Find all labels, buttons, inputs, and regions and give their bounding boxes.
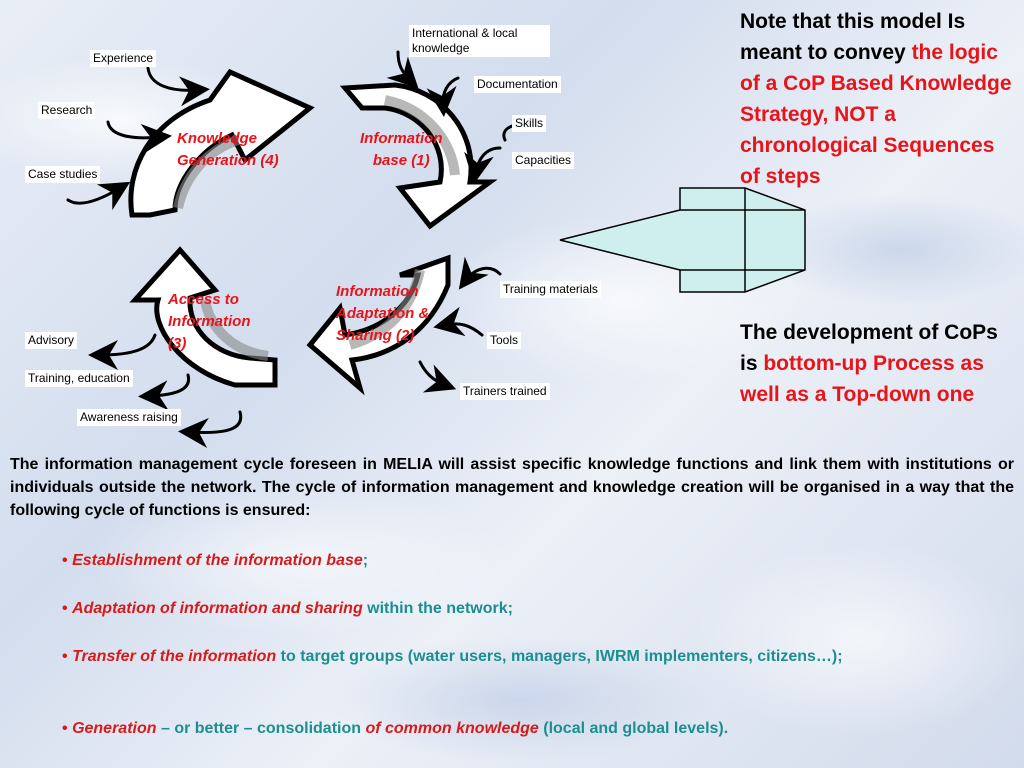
- pointer-awareness: [178, 410, 243, 448]
- cycle-label-information-base: Information base (1): [360, 130, 443, 169]
- label-international-local-knowledge: International & local knowledge: [409, 25, 550, 57]
- label-research: Research: [38, 102, 96, 119]
- label-capacities: Capacities: [512, 152, 575, 169]
- note-model-logic: Note that this model Is meant to convey …: [740, 6, 1015, 192]
- label-training-materials: Training materials: [500, 281, 601, 298]
- cycle-arrow-access-to-information: [129, 246, 278, 388]
- label-skills: Skills: [512, 115, 547, 132]
- label-awareness-raising: Awareness raising: [77, 409, 181, 426]
- note-model-logic-red: the logic of a CoP Based Knowledge Strat…: [740, 41, 1012, 188]
- pointer-case-studies: [66, 181, 131, 211]
- label-trainers-trained: Trainers trained: [460, 383, 550, 400]
- label-documentation: Documentation: [474, 76, 561, 93]
- note-cop-development-black: The development of CoPs is: [740, 321, 998, 375]
- cycle-label-knowledge-generation: Knowledge Generation (4): [177, 130, 279, 169]
- cycle-label-information-adaptation: Information Adaptation & Sharing (2): [336, 283, 430, 344]
- pointer-research: [106, 120, 172, 154]
- bullet-2-em: Adaptation of information and sharing: [72, 600, 363, 617]
- intro-paragraph: The information management cycle foresee…: [10, 456, 1014, 519]
- pointer-tools: [433, 306, 484, 337]
- label-advisory: Advisory: [25, 332, 78, 349]
- pointer-capacities: [464, 146, 502, 184]
- pointer-training-education: [138, 373, 191, 411]
- label-training-education: Training, education: [25, 370, 133, 387]
- bullet-4-rest: – or better – consolidation: [156, 720, 366, 737]
- note-model-logic-black: Note that this model Is meant to convey: [740, 10, 966, 64]
- bullet-3: • Transfer of the information to target …: [62, 648, 843, 665]
- pointer-training-materials: [458, 256, 502, 290]
- bullet-2: • Adaptation of information and sharing …: [62, 600, 513, 617]
- cycle-arrow-information-adaptation: [306, 254, 451, 396]
- pointer-international: [386, 50, 419, 89]
- label-tools: Tools: [487, 332, 522, 349]
- pointer-arrows: [66, 50, 522, 448]
- bullet-2-rest: within the network;: [362, 600, 513, 617]
- bullet-1: • Establishment of the information base;: [62, 552, 369, 569]
- double-arrow: [559, 187, 806, 293]
- cycle-arrow-knowledge-generation: [128, 68, 315, 218]
- pointer-advisory: [88, 333, 157, 370]
- bullet-3-rest: to target groups (water users, managers,…: [276, 648, 843, 665]
- bullet-4-rest2: (local and global levels).: [538, 720, 729, 737]
- bullet-1-em: Establishment of the information base: [72, 552, 363, 569]
- pointer-documentation: [426, 76, 460, 117]
- label-experience: Experience: [90, 50, 157, 67]
- note-cop-development: The development of CoPs is bottom-up Pro…: [740, 317, 1015, 410]
- label-case-studies: Case studies: [25, 166, 101, 183]
- bullet-4: • Generation – or better – consolidation…: [62, 720, 729, 737]
- pointer-trainers-trained: [418, 360, 457, 393]
- bullet-4-em: Generation: [72, 720, 157, 737]
- bullet-1-rest: ;: [362, 552, 369, 569]
- pointer-experience: [146, 66, 210, 107]
- bullet-3-em: Transfer of the information: [72, 648, 277, 665]
- note-cop-development-red: bottom-up Process as well as a Top-down …: [740, 352, 984, 406]
- bullet-4-em2: of common knowledge: [365, 720, 539, 737]
- cycle-label-access-to-information: Access to Information (3): [168, 291, 251, 352]
